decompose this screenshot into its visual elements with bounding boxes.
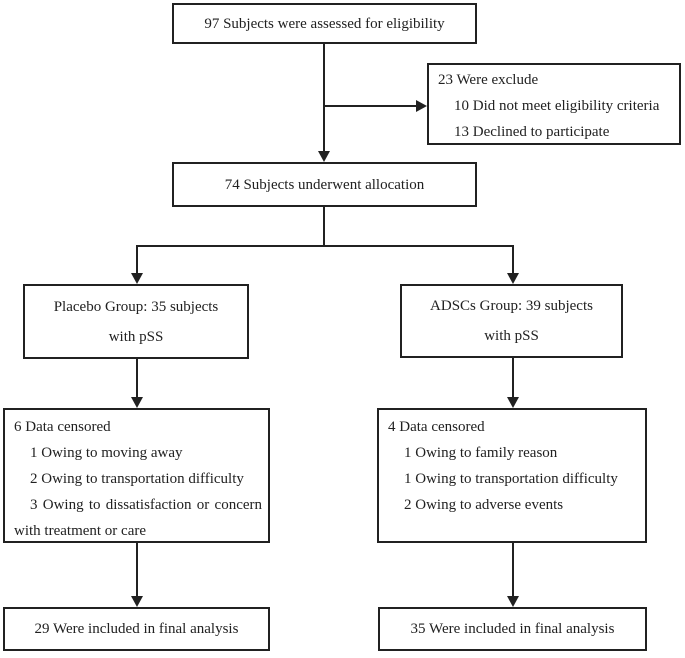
- adscs-group-line2: with pSS: [484, 328, 539, 344]
- arrowhead-down-placebo-censored-icon: [131, 397, 143, 408]
- adscs-group-line1: ADSCs Group: 39 subjects: [430, 298, 593, 314]
- adscs-censored-item: 1 Owing to transportation difficulty: [404, 471, 618, 487]
- box-placebo-group: Placebo Group: 35 subjects with pSS: [23, 284, 249, 359]
- box-placebo-censored: 6 Data censored 1 Owing to moving away 2…: [3, 408, 270, 543]
- excluded-item: 13 Declined to participate: [454, 124, 610, 140]
- connector-to-excluded: [323, 105, 416, 107]
- placebo-group-line2: with pSS: [108, 328, 164, 345]
- placebo-censored-item: 2 Owing to transportation difficulty: [30, 471, 244, 487]
- arrowhead-down-placebo-group-icon: [131, 273, 143, 284]
- connector-adscs-censored-to-final: [512, 543, 514, 597]
- arrowhead-down-adscs-final-icon: [507, 596, 519, 607]
- box-adscs-censored: 4 Data censored 1 Owing to family reason…: [377, 408, 647, 543]
- excluded-heading: 23 Were exclude: [438, 72, 539, 88]
- connector-eligibility-to-allocation: [323, 44, 325, 152]
- box-placebo-final: 29 Were included in final analysis: [3, 607, 270, 651]
- box-excluded: 23 Were exclude 10 Did not meet eligibil…: [427, 63, 681, 145]
- placebo-censored-item: 1 Owing to moving away: [30, 445, 183, 461]
- eligibility-label: 97 Subjects were assessed for eligibilit…: [204, 15, 445, 32]
- connector-placebo-censored-to-final: [136, 543, 138, 597]
- connector-split-right: [512, 246, 514, 274]
- box-adscs-group: ADSCs Group: 39 subjects with pSS: [400, 284, 623, 358]
- connector-allocation-stem: [323, 207, 325, 247]
- allocation-label: 74 Subjects underwent allocation: [224, 176, 425, 193]
- adscs-censored-heading: 4 Data censored: [388, 419, 485, 435]
- arrowhead-down-placebo-final-icon: [131, 596, 143, 607]
- box-eligibility: 97 Subjects were assessed for eligibilit…: [172, 3, 477, 44]
- placebo-censored-item: 3 Owing to dissatisfaction or concern wi…: [14, 497, 262, 539]
- placebo-censored-heading: 6 Data censored: [14, 419, 111, 435]
- box-allocation: 74 Subjects underwent allocation: [172, 162, 477, 207]
- placebo-group-line1: Placebo Group: 35 subjects: [53, 298, 219, 315]
- adscs-censored-item: 2 Owing to adverse events: [404, 497, 564, 513]
- adscs-final-label: 35 Were included in final analysis: [410, 621, 615, 637]
- excluded-item: 10 Did not meet eligibility criteria: [454, 98, 660, 114]
- box-adscs-final: 35 Were included in final analysis: [378, 607, 647, 651]
- arrowhead-down-adscs-group-icon: [507, 273, 519, 284]
- arrowhead-down-allocation-icon: [318, 151, 330, 162]
- connector-split-left: [136, 246, 138, 274]
- arrowhead-down-adscs-censored-icon: [507, 397, 519, 408]
- connector-adscs-group-to-censored: [512, 358, 514, 398]
- placebo-final-label: 29 Were included in final analysis: [34, 621, 239, 637]
- arrowhead-right-excluded-icon: [416, 100, 427, 112]
- connector-split-horizontal: [136, 245, 514, 247]
- connector-placebo-group-to-censored: [136, 359, 138, 398]
- adscs-censored-item: 1 Owing to family reason: [404, 445, 558, 461]
